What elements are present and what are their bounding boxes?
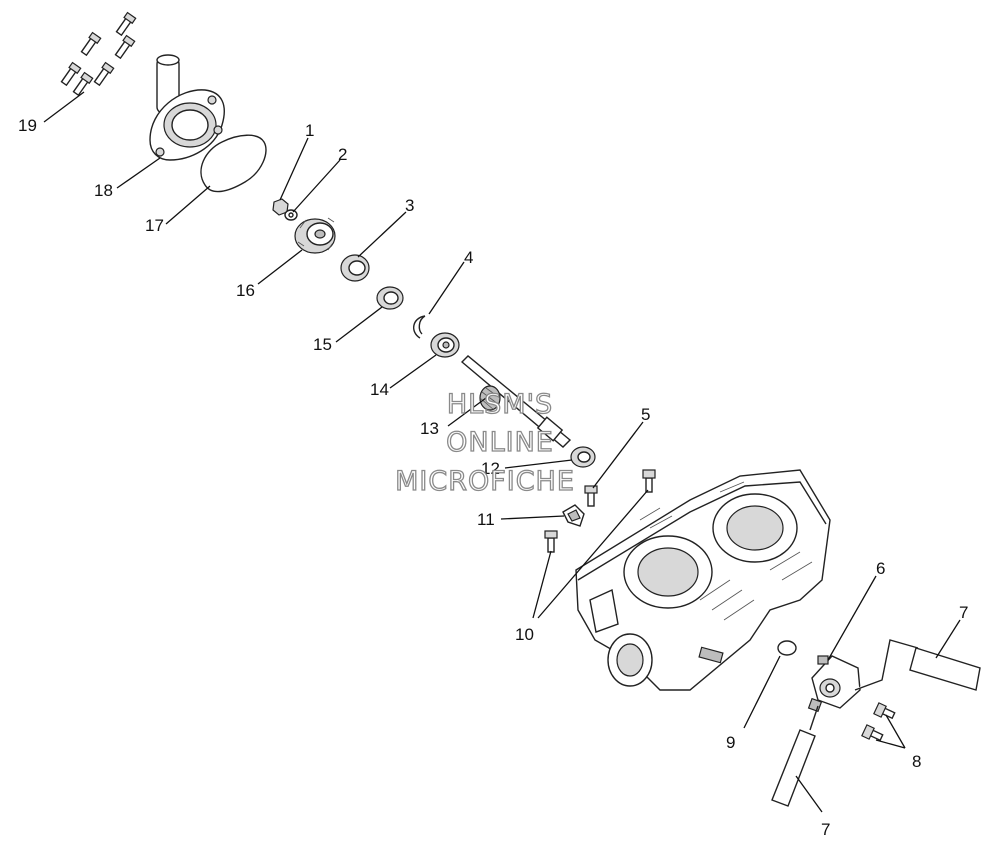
bolt-5[interactable] — [584, 485, 598, 507]
callout-18: 18 — [94, 181, 113, 200]
impeller-16[interactable] — [294, 217, 336, 254]
callout-2: 2 — [338, 145, 347, 164]
seal-15[interactable] — [376, 286, 404, 310]
callout-7-upper: 7 — [959, 603, 968, 622]
callout-10: 10 — [515, 625, 534, 644]
callout-11: 11 — [477, 510, 495, 529]
crankcase[interactable] — [575, 469, 831, 691]
callout-15: 15 — [313, 335, 332, 354]
watermark-line-1: HLSM'S — [447, 389, 553, 420]
watermark-line-3: MICROFICHE — [395, 466, 575, 497]
callout-12: 12 — [481, 459, 500, 478]
bolt-8a[interactable] — [873, 702, 896, 720]
callout-16: 16 — [236, 281, 255, 300]
o-ring-9[interactable] — [777, 640, 797, 656]
pump-housing-18[interactable] — [149, 54, 225, 161]
callout-3: 3 — [405, 196, 414, 215]
bolt-8b[interactable] — [861, 724, 884, 742]
screw-10a[interactable] — [544, 530, 558, 553]
callout-17: 17 — [145, 216, 164, 235]
seal-12[interactable] — [570, 446, 596, 468]
callout-4: 4 — [464, 248, 473, 267]
watermark-line-2: ONLINE — [446, 427, 554, 458]
bearing-14[interactable] — [430, 332, 460, 358]
leader-lines — [43, 91, 961, 813]
oil-hose-7a[interactable] — [854, 639, 981, 691]
callout-13: 13 — [420, 419, 439, 438]
callout-labels: 1 2 3 4 5 6 7 7 8 9 10 11 12 13 14 15 16… — [18, 116, 968, 839]
callout-1: 1 — [305, 121, 314, 140]
seal-3[interactable] — [340, 254, 370, 282]
gasket-17[interactable] — [200, 134, 267, 193]
oil-pump-6[interactable] — [807, 655, 861, 713]
bolt-set-19[interactable] — [60, 11, 137, 97]
callout-14: 14 — [370, 380, 389, 399]
oil-hose-7b[interactable] — [771, 705, 819, 807]
callout-19: 19 — [18, 116, 37, 135]
screw-10b[interactable] — [642, 469, 656, 493]
washer-2[interactable] — [284, 209, 298, 221]
watermark: HLSM'S ONLINE MICROFICHE — [394, 388, 575, 497]
callout-7-lower: 7 — [821, 820, 830, 839]
pump-shaft-13[interactable] — [460, 355, 572, 448]
callout-9: 9 — [726, 733, 735, 752]
bracket-11[interactable] — [562, 504, 585, 527]
circlip-4[interactable] — [413, 315, 426, 339]
callout-5: 5 — [641, 405, 650, 424]
callout-6: 6 — [876, 559, 885, 578]
callout-8: 8 — [912, 752, 921, 771]
